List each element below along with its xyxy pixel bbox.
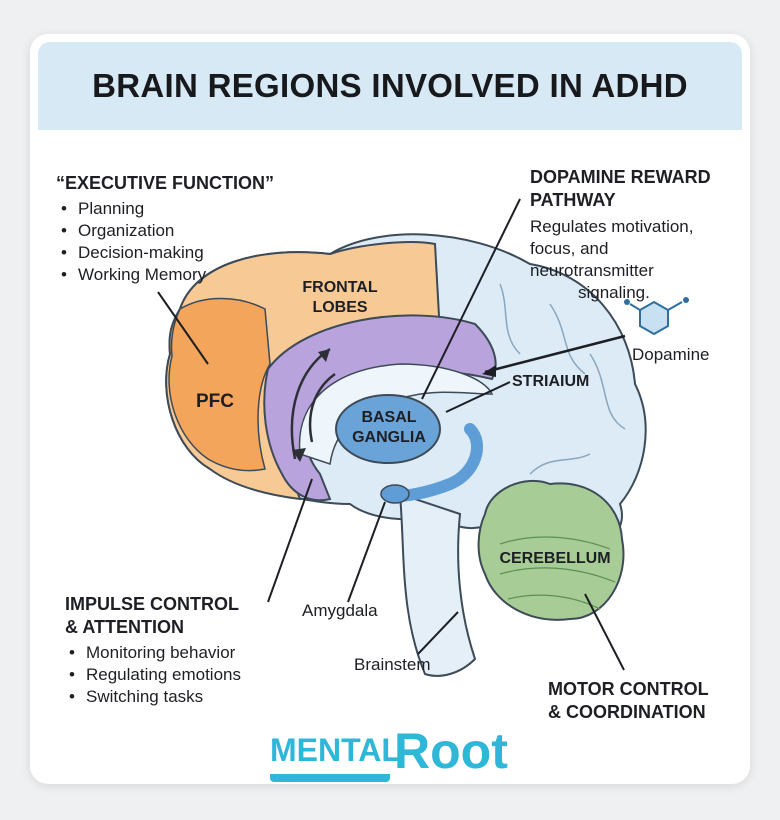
- striatum-line: [445, 381, 511, 413]
- motor-line: [584, 593, 625, 671]
- impulse-list: Monitoring behavior Regulating emotions …: [66, 642, 241, 708]
- dopamine-desc-1: Regulates motivation,: [530, 217, 694, 236]
- molecule-arrow: [484, 334, 626, 374]
- basal-ganglia-label: BASAL GANGLIA: [343, 408, 435, 448]
- amygdala-line: [347, 501, 386, 603]
- amygdala-shape: [380, 484, 410, 504]
- cerebellum-label: CEREBELLUM: [499, 550, 611, 567]
- title-bar: BRAIN REGIONS INVOLVED IN ADHD: [38, 42, 742, 130]
- basal-label-1: BASAL: [361, 409, 417, 426]
- dopamine-heading-1: DOPAMINE REWARD: [530, 167, 711, 187]
- basal-ganglia-region: [335, 394, 441, 464]
- amygdala-label: Amygdala: [302, 601, 378, 620]
- infographic-card: BRAIN REGIONS INVOLVED IN ADHD: [30, 34, 750, 784]
- dopamine-heading-2: PATHWAY: [530, 190, 616, 210]
- brain-diagram: [157, 198, 689, 677]
- dopamine-molecule-icon: [624, 297, 689, 336]
- frontal-lobes-label: FRONTAL LOBES: [285, 278, 395, 318]
- dopamine-desc-4: signaling.: [578, 283, 650, 302]
- dopamine-line: [421, 198, 521, 400]
- striatum-label: STRIAIUM: [512, 373, 590, 390]
- brainstem-label: Brainstem: [354, 655, 431, 674]
- exec-line: [157, 291, 209, 365]
- brainstem-line: [417, 611, 459, 655]
- pfc-region: [168, 297, 271, 472]
- exec-item: Working Memory: [58, 264, 206, 286]
- basal-label-2: GANGLIA: [352, 429, 426, 446]
- impulse-heading-2: & ATTENTION: [65, 617, 184, 637]
- brainstem-shape: [398, 492, 477, 677]
- logo-text-mental: MENTAL: [270, 732, 401, 768]
- impulse-line: [267, 478, 313, 603]
- dopamine-desc-3: neurotransmitter: [530, 261, 654, 280]
- dopamine-desc-2: focus, and: [530, 239, 609, 258]
- exec-item: Planning: [58, 198, 206, 220]
- impulse-item: Switching tasks: [66, 686, 241, 708]
- page-title: BRAIN REGIONS INVOLVED IN ADHD: [92, 67, 688, 104]
- exec-item: Organization: [58, 220, 206, 242]
- impulse-heading-1: IMPULSE CONTROL: [65, 594, 239, 614]
- motor-heading-1: MOTOR CONTROL: [548, 679, 709, 699]
- frontal-label-1: FRONTAL: [302, 279, 378, 296]
- pfc-label: PFC: [196, 391, 234, 412]
- exec-list: Planning Organization Decision-making Wo…: [58, 198, 206, 286]
- exec-item: Decision-making: [58, 242, 206, 264]
- logo-text-root: Root: [394, 723, 508, 779]
- motor-heading-2: & COORDINATION: [548, 702, 706, 722]
- dopamine-molecule-label: Dopamine: [632, 345, 710, 364]
- logo-underline: [270, 774, 390, 782]
- exec-heading: “EXECUTIVE FUNCTION”: [56, 173, 275, 193]
- frontal-label-2: LOBES: [312, 299, 368, 316]
- cerebellum-region: [477, 479, 625, 621]
- impulse-item: Regulating emotions: [66, 664, 241, 686]
- mentalroot-logo: MENTAL Root: [270, 723, 520, 784]
- impulse-item: Monitoring behavior: [66, 642, 241, 664]
